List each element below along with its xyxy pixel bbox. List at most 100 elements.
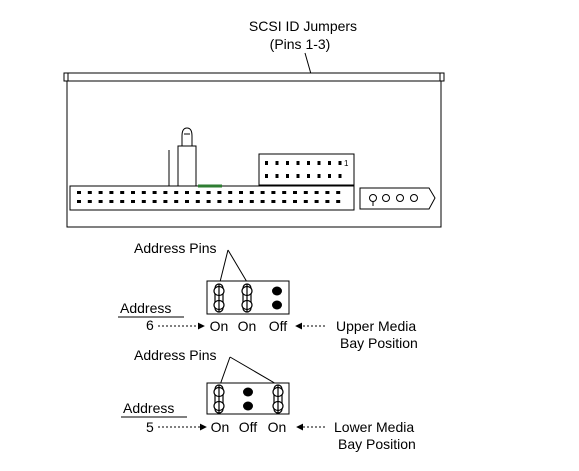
connector-pin [185,191,189,194]
pin-one-marker: 1 [344,159,349,168]
jumper-pin [296,161,300,165]
lower-address-pins-label: Address Pins [134,347,216,363]
connector-pin [303,200,308,203]
callout-subtitle: (Pins 1-3) [270,36,331,52]
connector-pin [131,200,135,203]
lower-jumper-config: Address Pins Address 5 On Off On Lower M… [121,347,416,452]
upper-address-pins-label: Address Pins [134,240,216,256]
power-pin-icon [396,194,404,202]
connector-pin [282,191,287,194]
connector-pin [77,200,81,203]
jumper-pin [265,161,268,165]
connector-pin [239,200,243,203]
jumper-block-pins [265,161,342,178]
jumper-pin [328,161,331,165]
connector-pin [163,200,168,203]
connector-pin [217,191,222,194]
lower-jumper-pins [213,384,284,414]
upper-pins-leader [219,249,229,283]
connector-pin [336,200,341,203]
connector-pin [271,200,276,203]
upper-position-line-1: Upper Media [336,318,416,334]
connector-pin [87,191,92,194]
connector-pin [195,191,200,194]
upper-pins-leader [227,249,248,283]
connector-pin [249,191,254,194]
lower-position-line-2: Bay Position [338,436,416,452]
jumper-pin [307,161,310,165]
connector-pin [239,191,243,194]
upper-jumper-pins [213,283,282,313]
upper-jumper-config: Address Pins Address 6 On On Off Upper M… [118,240,418,351]
lower-position-line-1: Lower Media [334,419,414,435]
jumper-pin [307,174,310,178]
connector-pin [109,200,114,203]
connector-pin [163,191,168,194]
jumper-pin [296,174,300,178]
callout-title: SCSI ID Jumpers [249,18,357,34]
connector-pins [77,191,341,203]
upper-address-value: 6 [146,317,154,333]
upper-state-1: On [210,318,229,334]
jumper-pin [275,161,279,165]
connector-pin [325,200,330,203]
jumper-pin [338,161,342,165]
power-pin-icon [382,194,390,202]
power-pin-icon [410,194,418,202]
connector-pin [228,200,233,203]
connector-pin [249,200,254,203]
lower-address-label: Address [123,400,174,416]
drive-top-bezel [63,72,445,82]
connector-pin [303,191,308,194]
connector-pin [77,191,81,194]
connector-pin [185,200,189,203]
terminator-component [168,127,197,189]
lower-state-2: Off [239,419,258,435]
power-pin-icon [369,194,377,202]
jumper-pin [265,174,268,178]
connector-pin [260,191,265,194]
upper-address-label: Address [120,300,171,316]
connector-pin [87,200,92,203]
connector-pin [98,200,103,203]
connector-pin [314,191,319,194]
jumper-pin [286,174,289,178]
connector-pin [131,191,135,194]
connector-pin [260,200,265,203]
connector-pin [141,200,146,203]
jumper-pin [286,161,289,165]
jumper-pin [317,174,321,178]
lower-pins-leader [219,356,231,386]
connector-pin [98,191,103,194]
scsi-id-jumper-block: 1 [258,153,355,186]
connector-pin [174,191,179,194]
open-pin [243,387,253,397]
connector-pin [336,191,341,194]
connector-pin [152,200,157,203]
connector-pin [120,200,125,203]
jumper-pin [328,174,331,178]
open-pin [243,401,253,411]
lower-address-value: 5 [146,419,154,435]
jumper-pin [317,161,321,165]
connector-pin [120,191,125,194]
connector-pin [271,191,276,194]
connector-pin [325,191,330,194]
jumper-pin [338,174,342,178]
connector-pin [141,191,146,194]
lower-state-1: On [211,419,230,435]
upper-state-2: On [238,318,257,334]
upper-position-line-2: Bay Position [340,335,418,351]
drive-rear-panel: 1 [63,72,445,228]
connector-pin [174,200,179,203]
lower-state-3: On [268,419,287,435]
connector-pin [228,191,233,194]
open-pin [272,300,282,310]
power-connector [359,187,436,210]
connector-pin [282,200,287,203]
jumper-pin [275,174,279,178]
connector-pin [206,200,211,203]
connector-pin [217,200,222,203]
connector-pin [109,191,114,194]
